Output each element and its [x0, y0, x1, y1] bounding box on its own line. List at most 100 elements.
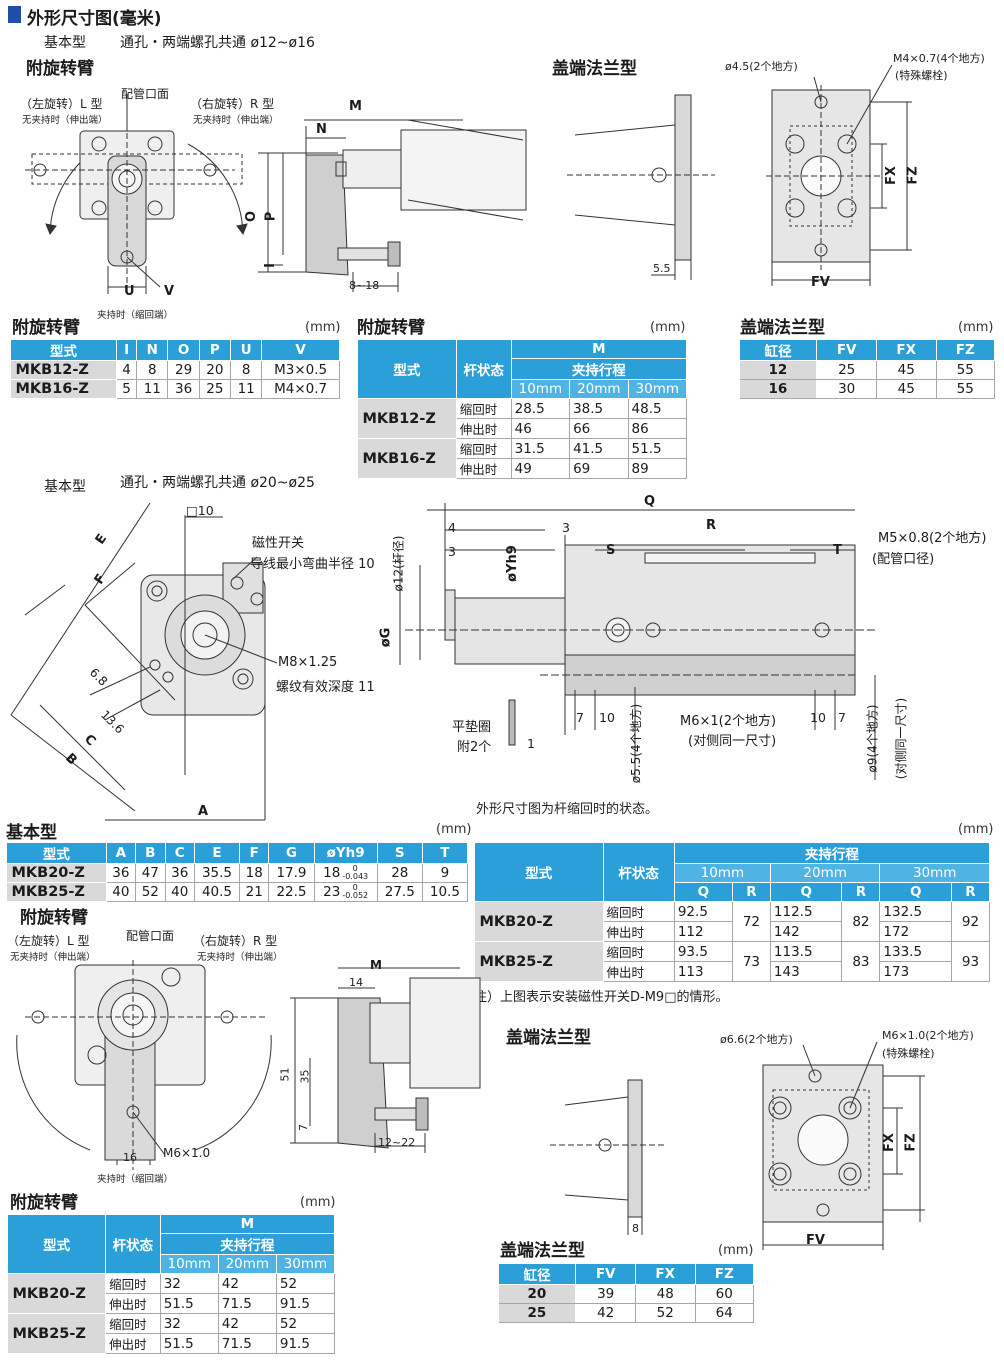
- t6-value: 71.5: [218, 1333, 277, 1354]
- t7-cell: 25: [498, 1303, 577, 1323]
- t2-state: 缩回时: [456, 398, 512, 419]
- t4-cell: 40.5: [194, 882, 241, 902]
- t2-state: 伸出时: [456, 418, 512, 439]
- t2-value: 46: [511, 418, 571, 439]
- t4-yh9-value: 18: [323, 865, 341, 881]
- d6-T: T: [833, 543, 842, 558]
- t5-Q: 113: [674, 961, 733, 982]
- t1-cell: 20: [199, 360, 232, 380]
- t1-cell: 11: [136, 379, 169, 399]
- t1-cell: 29: [167, 360, 200, 380]
- d7-left-label: （左旋转）L 型: [7, 934, 90, 948]
- t5-state: 缩回时: [603, 901, 675, 922]
- d4-hole: ø4.5(2个地方): [725, 60, 798, 73]
- t5-Q: 112.5: [770, 901, 843, 922]
- t2-value: 31.5: [511, 438, 571, 459]
- d7-right-sub: 无夹持时（伸出端）: [197, 952, 283, 963]
- t6-value: 32: [160, 1273, 219, 1294]
- t4-header: C: [164, 842, 195, 864]
- t4-tol-upper: 0: [352, 883, 358, 892]
- t2-value: 69: [569, 458, 629, 479]
- t1-cell: 36: [167, 379, 200, 399]
- d1-right-label: （右旋转）R 型: [190, 97, 275, 111]
- d8-d51: 51: [278, 1067, 292, 1082]
- basic-side-drawing-large: [399, 503, 876, 780]
- t4-yh9-value: 23: [323, 884, 341, 900]
- t4-header: E: [193, 842, 241, 864]
- t2-value: 86: [628, 418, 688, 439]
- d6-n4: 4: [448, 520, 456, 535]
- t5-Q: 173: [879, 961, 952, 982]
- switch-note: 注）上图表示安装磁性开关D-M9□的情形。: [474, 990, 729, 1005]
- d4-FX: FX: [883, 166, 899, 185]
- t5-h-R: R: [731, 882, 771, 902]
- d10-FZ: FZ: [903, 1133, 919, 1152]
- d6-n3b: 3: [562, 520, 570, 535]
- t1-header: I: [115, 339, 138, 361]
- t2-heading: 附旋转臂: [357, 318, 425, 338]
- t5-h-R: R: [841, 882, 881, 902]
- t5-Q: 143: [770, 961, 843, 982]
- t1-cell: 4: [116, 360, 138, 380]
- t2-value: 49: [511, 458, 571, 479]
- d8-d35: 35: [298, 1069, 312, 1084]
- d6-m6: M6×1(2个地方): [680, 714, 777, 729]
- d1-left-sub: 无夹持时（伸出端）: [22, 115, 108, 126]
- t3-cell: 25: [816, 360, 877, 380]
- t7-cell: 64: [695, 1303, 755, 1323]
- t1-cell: MKB12-Z: [10, 360, 117, 380]
- t2-h-stroke-value: 30mm: [627, 379, 688, 399]
- t1-header: P: [198, 339, 232, 361]
- d10-FV: FV: [806, 1233, 825, 1248]
- t5-unit: (mm): [958, 822, 994, 837]
- d6-Q: Q: [644, 494, 656, 509]
- t4-cell: 40: [165, 882, 195, 902]
- t4-header: B: [135, 842, 166, 864]
- t2-h-stroke-value: 20mm: [569, 379, 629, 399]
- t7-cell: 39: [575, 1284, 636, 1304]
- t2-h-stroke-value: 10mm: [510, 379, 571, 399]
- d6-washer-sub: 附2个: [457, 740, 492, 755]
- t1-cell: 25: [199, 379, 232, 399]
- t3-header: FV: [816, 339, 877, 361]
- state-note: 外形尺寸图为杆缩回时的状态。: [476, 802, 659, 817]
- t4-cell: 27.5: [377, 882, 423, 902]
- t2-unit: (mm): [650, 320, 686, 335]
- d7-m6: M6×1.0: [163, 1146, 211, 1160]
- d6-S: S: [606, 543, 616, 558]
- t5-h-Q: Q: [673, 882, 733, 902]
- flange-side-drawing-small: [567, 94, 715, 280]
- t7-cell: 60: [695, 1284, 755, 1304]
- d5-switch: 磁性开关: [252, 536, 305, 551]
- t5-h-state: 杆状态: [602, 842, 675, 902]
- t4-header: 型式: [6, 842, 107, 864]
- t1-cell: 8: [136, 360, 169, 380]
- t7-header: FV: [575, 1263, 636, 1285]
- t4-header: A: [105, 842, 137, 864]
- d4-special: (特殊螺栓): [895, 69, 948, 82]
- t5-h-stroke-value: 30mm: [879, 863, 990, 883]
- page-title: 外形尺寸图(毫米): [27, 9, 162, 29]
- d2-O: O: [244, 210, 260, 223]
- t5-h-Q: Q: [879, 882, 952, 902]
- t6-model: MKB25-Z: [7, 1313, 107, 1354]
- t4-cell: 9: [422, 863, 469, 883]
- t7-unit: (mm): [718, 1243, 754, 1258]
- t5-R: 73: [732, 941, 771, 982]
- t3-cell: 55: [936, 379, 996, 399]
- d6-washer: 平垫圈: [452, 720, 492, 735]
- d7-right-label: （右旋转）R 型: [193, 934, 278, 948]
- d8-range: 12~22: [378, 1136, 416, 1149]
- t4-heading: 基本型: [6, 823, 57, 843]
- t6-h-M: M: [159, 1214, 336, 1234]
- d6-n10a: 10: [599, 710, 615, 725]
- t5-h-stroke-value: 20mm: [769, 863, 881, 883]
- t1-header: V: [261, 339, 340, 361]
- t4-cell: MKB20-Z: [6, 863, 107, 883]
- flange-front-drawing-large: [762, 1041, 925, 1250]
- t6-h-state: 杆状态: [105, 1214, 161, 1274]
- d5-thread: M8×1.25: [278, 655, 338, 670]
- t6-value: 51.5: [160, 1333, 219, 1354]
